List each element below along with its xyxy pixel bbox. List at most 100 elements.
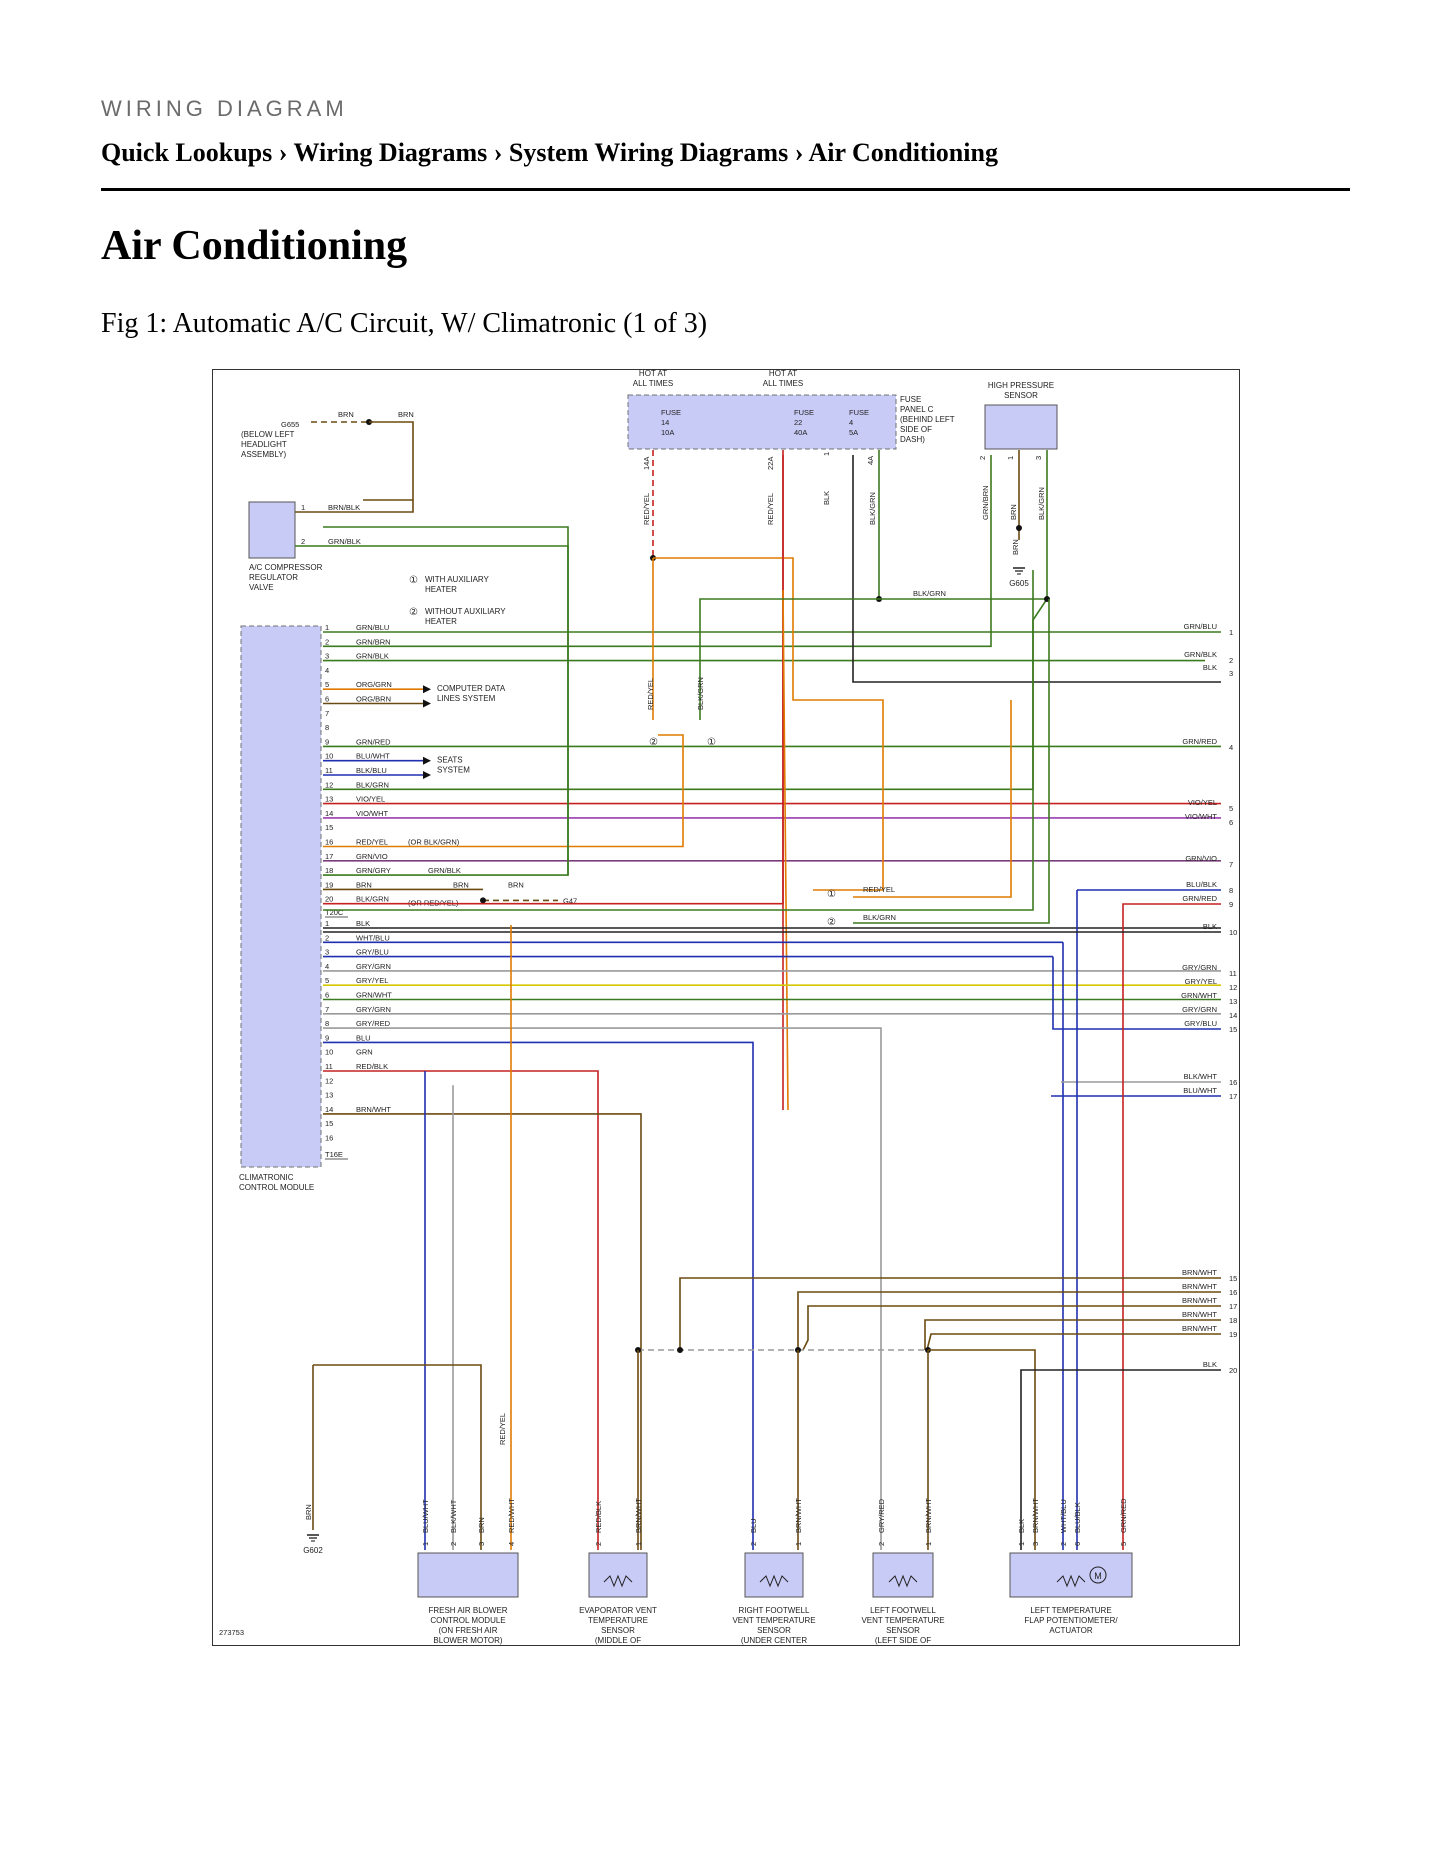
note-marker: ①	[707, 737, 716, 748]
breadcrumb-item-wiring-diagrams[interactable]: Wiring Diagrams	[293, 138, 488, 167]
t20c-pin-number: 8	[325, 723, 329, 732]
sensor-pin-label: 3	[1034, 456, 1043, 460]
brn-label: BRN	[398, 410, 414, 419]
right-wire-label: VIO/YEL	[1188, 798, 1217, 807]
component-name: VENT TEMPERATURE	[732, 1616, 815, 1625]
note-marker: ②	[409, 607, 418, 618]
red-yel-label: RED/YEL	[646, 678, 655, 710]
valve-pin-label: 1	[301, 503, 305, 512]
right-wire-label: VIO/WHT	[1185, 812, 1217, 821]
fuse-number: 22	[794, 418, 802, 427]
breadcrumb-item-system-wiring-diagrams[interactable]: System Wiring Diagrams	[508, 138, 789, 167]
t20c-wire-label: ORG/GRN	[356, 680, 392, 689]
right-wire-label: BLK	[1203, 922, 1217, 931]
right-connector-number: 6	[1229, 818, 1233, 827]
t16e-pin-number: 12	[325, 1076, 333, 1085]
component-name: RIGHT FOOTWELL	[739, 1606, 811, 1615]
header-divider	[101, 188, 1350, 191]
t20c-wire-label: GRN/GRY	[356, 866, 391, 875]
fuse-panel-label: SIDE OF	[900, 425, 932, 434]
right-wire-label: BRN/WHT	[1182, 1310, 1217, 1319]
g655-ground-label: G655	[281, 420, 299, 429]
breadcrumb: Quick Lookups › Wiring Diagrams › System…	[101, 138, 998, 168]
valve-wire-label: BRN/BLK	[328, 503, 360, 512]
fuse-wire-label: RED/YEL	[642, 493, 651, 525]
t20c-pin-number: 13	[325, 795, 333, 804]
right-wire-label: BRN/WHT	[1182, 1268, 1217, 1277]
fuse-panel-label: DASH)	[900, 435, 925, 444]
grn-gry-wire	[323, 526, 569, 876]
t20c-pin-number: 10	[325, 752, 333, 761]
t16e-wire-label: RED/BLK	[356, 1062, 388, 1071]
breadcrumb-item-air-conditioning[interactable]: Air Conditioning	[808, 138, 998, 167]
right-connector-number: 16	[1229, 1078, 1237, 1087]
g655-location: HEADLIGHT	[241, 440, 287, 449]
component-pin-number: 2	[594, 1542, 603, 1546]
right-wire-label: GRY/BLU	[1184, 1019, 1217, 1028]
blk-grn-wire	[323, 455, 784, 905]
computer-data-label: COMPUTER DATA	[437, 684, 506, 693]
ground-label: G605	[1009, 579, 1029, 588]
fuse-pin-label: 4A	[866, 456, 875, 465]
sensor-wire-label: GRN/BRN	[981, 485, 990, 520]
t16e-wire-label: GRY/GRN	[356, 962, 391, 971]
right-connector-number: 11	[1229, 969, 1237, 978]
brn-label: BRN	[453, 880, 469, 889]
component-wire-label: BRN/WHT	[634, 1498, 643, 1533]
t20c-pin-number: 19	[325, 880, 333, 889]
aux-wire-label: BLK/GRN	[863, 913, 896, 922]
note-text: WITHOUT AUXILIARY	[425, 607, 506, 616]
blk-grn-label: BLK/GRN	[913, 589, 946, 598]
grn-blk-label: GRN/BLK	[428, 866, 461, 875]
component-pin-number: 2	[877, 1542, 886, 1546]
t16e-pin-number: 16	[325, 1134, 333, 1143]
t20c-wire-label: BRN	[356, 880, 372, 889]
right-connector-number: 5	[1229, 804, 1233, 813]
brn-wire	[363, 421, 414, 501]
brn-wht-wire	[926, 1333, 1221, 1351]
t20c-wire-label: VIO/YEL	[356, 795, 385, 804]
t16e-connector-label: T16E	[325, 1150, 343, 1159]
arrow-icon	[423, 699, 431, 708]
right-connector-number: 9	[1229, 900, 1233, 909]
component-name: BLOWER MOTOR)	[433, 1636, 503, 1645]
t16e-pin-number: 6	[325, 991, 329, 1000]
right-wire-label: BLK/WHT	[1184, 1072, 1218, 1081]
component-pin-number: 4	[507, 1542, 516, 1546]
arrow-icon	[423, 771, 431, 779]
component-wire-label: BLU	[749, 1518, 758, 1533]
component-name: TEMPERATURE	[588, 1616, 648, 1625]
red-yel-wire	[853, 700, 1012, 898]
component-wire-label: WHT/BLU	[1059, 1499, 1068, 1533]
fuse-wire-label: BLK	[822, 491, 831, 505]
t16e-pin-number: 7	[325, 1005, 329, 1014]
right-connector-number: 13	[1229, 997, 1237, 1006]
component-name: FLAP POTENTIOMETER/	[1024, 1616, 1118, 1625]
right-wire-label: BLK	[1203, 663, 1217, 672]
component-body	[417, 1552, 519, 1598]
note-text: WITH AUXILIARY	[425, 575, 490, 584]
right-connector-number: 3	[1229, 669, 1233, 678]
high-pressure-sensor-label: SENSOR	[1004, 391, 1038, 400]
red-yel-wire	[653, 557, 884, 891]
blk-grn-wire	[323, 570, 1034, 791]
component-name: (ON FRESH AIR	[438, 1626, 497, 1635]
note-marker: ①	[409, 575, 418, 586]
right-connector-number: 15	[1229, 1274, 1237, 1283]
computer-data-label: LINES SYSTEM	[437, 694, 496, 703]
t20c-wire-label: RED/YEL	[356, 838, 388, 847]
seats-system-label: SEATS	[437, 756, 463, 765]
fuse-pin-label: 14A	[642, 457, 651, 470]
grn-red-wire	[1122, 903, 1221, 1550]
t20c-connector-label: T20C	[325, 908, 344, 917]
component-wire-label: BRN	[477, 1517, 486, 1533]
t16e-wire-label: WHT/BLU	[356, 933, 390, 942]
component-pin-number: 5	[1119, 1542, 1128, 1546]
g655-location: ASSEMBLY)	[241, 450, 287, 459]
t16e-pin-number: 1	[325, 919, 329, 928]
breadcrumb-separator: ›	[794, 138, 804, 167]
arrow-icon	[423, 685, 431, 694]
t20c-pin-number: 6	[325, 695, 329, 704]
note-text: HEATER	[425, 617, 457, 626]
breadcrumb-item-quick-lookups[interactable]: Quick Lookups	[101, 138, 273, 167]
